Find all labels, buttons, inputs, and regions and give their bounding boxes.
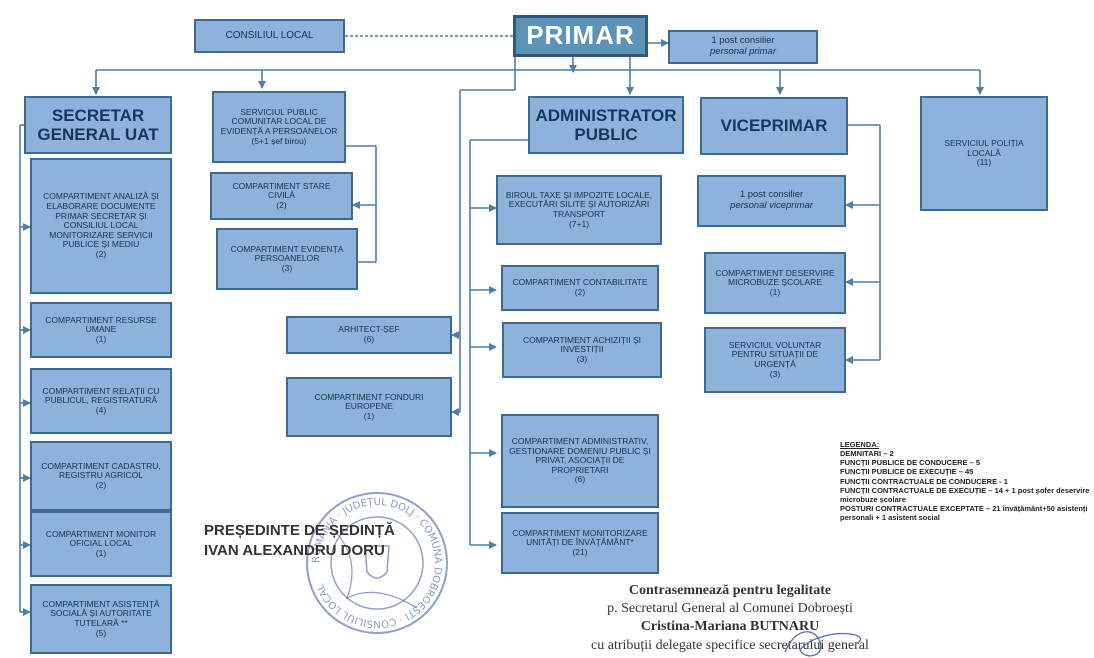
birou-taxe-count: (7+1): [568, 218, 590, 229]
administrator-public-box: ADMINISTRATOR PUBLIC: [528, 96, 684, 154]
legend-line: FUNCȚII PUBLICE DE CONDUCERE – 5: [840, 458, 981, 468]
serviciul-voluntar-label: SERVICIUL VOLUNTAR PENTRU SITUAȚII DE UR…: [728, 339, 822, 369]
consiliul-local-label: CONSILIUL LOCAL: [225, 30, 314, 42]
fonduri-europene-count: (1): [363, 410, 375, 421]
official-stamp: ROMÂNIA · JUDEȚUL DOLJ · COMUNA DOBROEȘT…: [306, 492, 448, 634]
secretar-general-box: SECRETAR GENERAL UAT: [24, 96, 172, 154]
contrasemnare-attribution: cu atribuții delegate specifice secretar…: [591, 637, 869, 653]
fonduri-europene-label: COMPARTIMENT FONDURI EUROPENE: [314, 391, 424, 412]
serviciul-voluntar-count: (3): [769, 368, 781, 379]
secretar-general-label: SECRETAR GENERAL UAT: [37, 105, 159, 144]
administrator-public-label: ADMINISTRATOR PUBLIC: [535, 105, 677, 144]
achizitii-label: COMPARTIMENT ACHIZIȚII ȘI INVESTIȚII: [522, 334, 642, 355]
unitati-invatamant-label: COMPARTIMENT MONITORIZARE UNITĂȚI DE ÎNV…: [512, 527, 648, 548]
monitor-oficial-label: COMPARTIMENT MONITOR OFICIAL LOCAL: [45, 528, 157, 549]
cadastru-label: COMPARTIMENT CADASTRU, REGISTRU AGRICOL: [41, 460, 161, 481]
achizitii-box: COMPARTIMENT ACHIZIȚII ȘI INVESTIȚII (3): [502, 322, 662, 378]
arhitect-sef-label: ARHITECT-ȘEF: [338, 324, 400, 335]
microbuze-label: COMPARTIMENT DESERVIRE MICROBUZE ȘCOLARE: [715, 267, 835, 288]
achizitii-count: (3): [576, 353, 588, 364]
politia-locala-label: SERVICIUL POLIȚIA LOCALĂ: [944, 138, 1024, 158]
fonduri-europene-box: COMPARTIMENT FONDURI EUROPENE (1): [286, 377, 452, 437]
contabilitate-label: COMPARTIMENT CONTABILITATE: [512, 277, 648, 288]
analiza-documente-label: COMPARTIMENT ANALIZĂ ȘI ELABORARE DOCUME…: [43, 191, 159, 250]
administrativ-count: (6): [574, 474, 586, 485]
resurse-umane-count: (1): [95, 333, 107, 344]
serviciul-voluntar-box: SERVICIUL VOLUNTAR PENTRU SITUAȚII DE UR…: [704, 327, 846, 393]
politia-locala-count: (11): [976, 157, 992, 168]
contrasemnare-role: p. Secretarul General al Comunei Dobroeș…: [607, 601, 853, 617]
asistenta-sociala-count: (5): [95, 627, 107, 638]
microbuze-box: COMPARTIMENT DESERVIRE MICROBUZE ȘCOLARE…: [704, 252, 846, 314]
administrativ-box: COMPARTIMENT ADMINISTRATIV, GESTIONARE D…: [501, 414, 659, 508]
legend-line: FUNCȚII CONTRACTUALE DE EXECUȚIE – 14 + …: [840, 485, 1090, 504]
legend-line: FUNCȚII PUBLICE DE EXECUȚIE – 45: [840, 467, 974, 477]
consilier-primar-line2: personal primar: [710, 46, 776, 57]
primar-label: PRIMAR: [526, 20, 635, 51]
contrasemnare-name: Cristina-Mariana BUTNARU: [640, 619, 820, 635]
relatii-public-count: (4): [95, 404, 107, 415]
unitati-invatamant-count: (21): [572, 546, 588, 557]
spclep-label: SERVICIUL PUBLIC COMUNITAR LOCAL DE EVID…: [220, 106, 338, 136]
legend-line: DEMNITARI – 2: [840, 449, 894, 459]
birou-taxe-box: BIROUL TAXE ȘI IMPOZITE LOCALE, EXECUTĂR…: [496, 175, 662, 245]
stare-civila-label: COMPARTIMENT STARE CIVILĂ: [232, 180, 331, 201]
presedinte-name: IVAN ALEXANDRU DORU: [204, 541, 385, 559]
analiza-documente-count: (2): [95, 248, 107, 259]
resurse-umane-box: COMPARTIMENT RESURSE UMANE (1): [30, 302, 172, 358]
presedinte-block: PREȘEDINTE DE ȘEDINȚĂ IVAN ALEXANDRU DOR…: [204, 521, 395, 560]
contrasemnare-block: Contrasemnează pentru legalitate p. Secr…: [520, 582, 940, 655]
evidenta-persoanelor-box: COMPARTIMENT EVIDENȚA PERSOANELOR (3): [216, 228, 358, 290]
monitor-oficial-count: (1): [95, 547, 107, 558]
contabilitate-box: COMPARTIMENT CONTABILITATE (2): [501, 265, 659, 311]
asistenta-sociala-box: COMPARTIMENT ASISTENȚĂ SOCIALĂ ȘI AUTORI…: [30, 584, 172, 654]
evidenta-persoanelor-count: (3): [281, 262, 293, 273]
unitati-invatamant-box: COMPARTIMENT MONITORIZARE UNITĂȚI DE ÎNV…: [501, 512, 659, 574]
consilier-primar-box: 1 post consilier personal primar: [668, 30, 818, 64]
cadastru-count: (2): [95, 479, 107, 490]
administrativ-label: COMPARTIMENT ADMINISTRATIV, GESTIONARE D…: [509, 436, 651, 475]
legend-line: FUNCȚII CONTRACTUALE DE CONDUCERE - 1: [840, 476, 1008, 486]
spclep-count: (5+1 șef birou): [251, 135, 307, 146]
monitor-oficial-box: COMPARTIMENT MONITOR OFICIAL LOCAL (1): [30, 511, 172, 577]
presedinte-title: PREȘEDINTE DE ȘEDINȚĂ: [204, 522, 395, 539]
arhitect-sef-box: ARHITECT-ȘEF (6): [286, 316, 452, 354]
spclep-box: SERVICIUL PUBLIC COMUNITAR LOCAL DE EVID…: [212, 91, 346, 163]
consilier-viceprimar-box: 1 post consilier personal viceprimar: [697, 175, 846, 227]
viceprimar-label: VICEPRIMAR: [720, 116, 828, 136]
legend-title: LEGENDA:: [840, 440, 880, 449]
legend-line: POSTURI CONTRACTUALE EXCEPTATE – 21 învă…: [840, 503, 1088, 523]
resurse-umane-label: COMPARTIMENT RESURSE UMANE: [45, 314, 157, 335]
legend: LEGENDA: DEMNITARI – 2 FUNCȚII PUBLICE D…: [840, 440, 1090, 522]
birou-taxe-label: BIROUL TAXE ȘI IMPOZITE LOCALE, EXECUTĂR…: [505, 189, 653, 219]
microbuze-count: (1): [769, 286, 781, 297]
cadastru-box: COMPARTIMENT CADASTRU, REGISTRU AGRICOL …: [30, 441, 172, 511]
stare-civila-box: COMPARTIMENT STARE CIVILĂ (2): [210, 172, 353, 220]
politia-locala-box: SERVICIUL POLIȚIA LOCALĂ (11): [920, 96, 1048, 211]
analiza-documente-box: COMPARTIMENT ANALIZĂ ȘI ELABORARE DOCUME…: [30, 158, 172, 294]
viceprimar-box: VICEPRIMAR: [700, 97, 848, 155]
arhitect-sef-count: (6): [363, 334, 375, 344]
consiliul-local-box: CONSILIUL LOCAL: [194, 19, 345, 53]
relatii-public-label: COMPARTIMENT RELAȚII CU PUBLICUL, REGIST…: [42, 385, 160, 406]
contrasemnare-title: Contrasemnează pentru legalitate: [628, 583, 832, 598]
consilier-viceprimar-line1: 1 post consilier: [739, 189, 804, 201]
asistenta-sociala-label: COMPARTIMENT ASISTENȚĂ SOCIALĂ ȘI AUTORI…: [42, 598, 160, 628]
contabilitate-count: (2): [574, 287, 586, 297]
primar-box: PRIMAR: [513, 15, 648, 57]
signature: [784, 631, 862, 657]
stare-civila-count: (2): [276, 199, 287, 210]
consilier-primar-line1: 1 post consilier: [711, 35, 775, 47]
evidenta-persoanelor-label: COMPARTIMENT EVIDENȚA PERSOANELOR: [230, 243, 344, 264]
consilier-viceprimar-line2: personal viceprimar: [730, 200, 813, 211]
relatii-public-box: COMPARTIMENT RELAȚII CU PUBLICUL, REGIST…: [30, 368, 172, 434]
